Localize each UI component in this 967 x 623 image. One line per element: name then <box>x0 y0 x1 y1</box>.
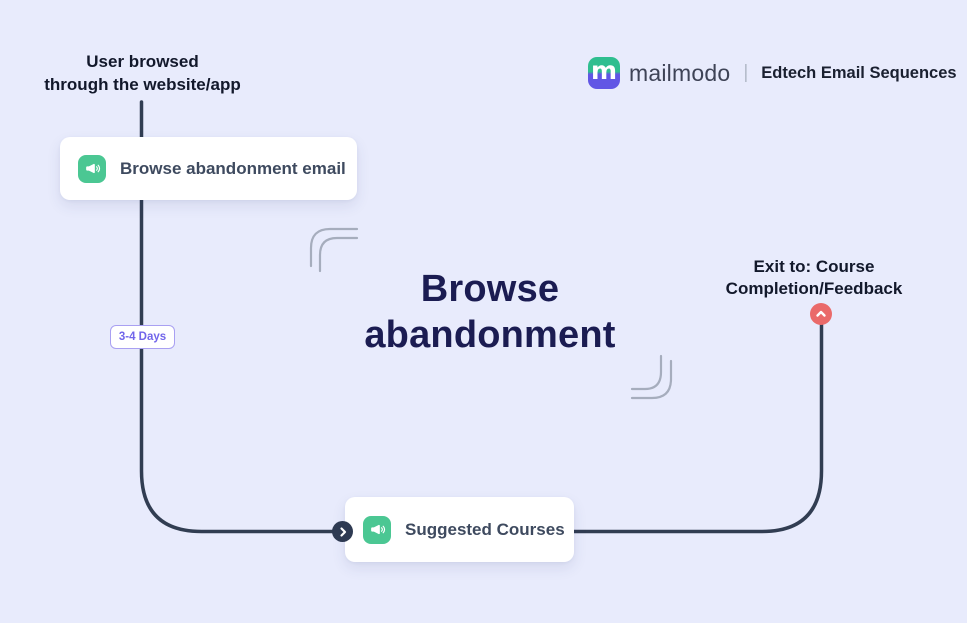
exit-label-line1: Exit to: Course <box>753 257 875 276</box>
exit-node-marker[interactable] <box>810 303 832 325</box>
email-node-label: Browse abandonment email <box>120 158 346 178</box>
page-title-line2: abandonment <box>364 314 616 356</box>
page-title: Browse abandonment <box>270 266 710 358</box>
megaphone-icon <box>78 154 106 183</box>
chevron-right-icon <box>339 526 346 537</box>
decorative-bracket-top-left <box>309 227 359 273</box>
delay-badge[interactable]: 3-4 Days <box>110 325 175 349</box>
email-node-browse-abandonment[interactable]: Browse abandonment email <box>60 137 357 200</box>
header-divider: | <box>743 62 749 83</box>
email-node-label: Suggested Courses <box>405 519 565 539</box>
entry-trigger-line1: User browsed <box>86 52 199 71</box>
header: m mailmodo | Edtech Email Sequences <box>588 57 957 89</box>
mailmodo-logo-letter: m <box>590 57 618 85</box>
exit-label-line2: Completion/Feedback <box>725 279 903 298</box>
email-node-suggested-courses[interactable]: Suggested Courses <box>345 497 574 562</box>
header-subtitle: Edtech Email Sequences <box>761 63 957 82</box>
entry-trigger-label: User browsed through the website/app <box>10 50 275 96</box>
page-title-line1: Browse <box>420 268 560 310</box>
exit-label: Exit to: Course Completion/Feedback <box>709 256 919 300</box>
brand-name: mailmodo <box>629 59 731 86</box>
connector-arrow-marker <box>332 521 353 542</box>
megaphone-icon <box>363 515 391 544</box>
entry-trigger-line2: through the website/app <box>44 75 241 94</box>
mailmodo-logo-icon: m <box>588 57 620 89</box>
chevron-up-icon <box>816 310 826 317</box>
decorative-bracket-bottom-right <box>630 354 673 400</box>
